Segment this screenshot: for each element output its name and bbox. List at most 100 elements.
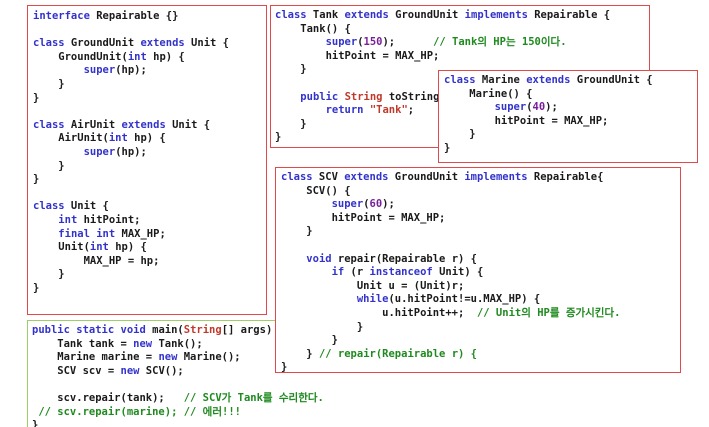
code-text: ); — [382, 198, 395, 211]
code-line: Marine marine = new Marine(); — [32, 351, 240, 364]
code-text: Repairable { — [527, 9, 611, 21]
keyword-token: super — [494, 101, 527, 114]
keyword-token: interface — [33, 10, 90, 22]
tank-class-code: class Tank extends GroundUnit implements… — [275, 9, 649, 145]
code-text: hp) { — [108, 241, 147, 254]
code-text: GroundUnit { — [570, 74, 653, 86]
code-text: } — [281, 334, 338, 347]
base-classes-panel: interface Repairable {} class GroundUnit… — [27, 5, 267, 315]
code-line: u.hitPoint++; // Unit의 HP를 증가시킨다. — [281, 307, 620, 319]
code-text: } — [33, 159, 65, 172]
code-line: class Marine extends GroundUnit { — [444, 74, 653, 86]
code-text: hitPoint = MAX_HP; — [444, 114, 609, 127]
code-text: } — [33, 77, 65, 90]
code-line: } — [444, 128, 475, 140]
code-line: final int MAX_HP; — [33, 227, 166, 240]
code-text: main( — [145, 324, 184, 336]
comment-token: // scv.repair(marine); // 에러!!! — [32, 405, 241, 418]
code-text: hp) { — [146, 50, 185, 63]
code-text — [281, 293, 357, 305]
keyword-token: public — [300, 90, 339, 103]
code-text: } — [275, 63, 307, 76]
code-text — [281, 198, 332, 210]
keyword-token: class — [33, 200, 65, 213]
keyword-token: int — [96, 227, 116, 240]
code-line: } — [33, 173, 39, 185]
code-text: AirUnit( — [33, 132, 109, 145]
keyword-token: static — [76, 324, 115, 336]
code-text: } — [33, 173, 40, 186]
code-text: (r — [344, 266, 370, 279]
base-classes-code: interface Repairable {} class GroundUnit… — [33, 10, 266, 295]
code-line: MAX_HP = hp; — [33, 255, 160, 267]
keyword-token: int — [89, 241, 109, 254]
code-line: class Unit { — [33, 200, 109, 212]
keyword-token: extends — [121, 118, 166, 131]
code-line: public String toString() { — [275, 90, 464, 103]
code-text: (hp); — [115, 145, 147, 158]
code-text: u.hitPoint++; — [281, 306, 477, 319]
code-line: Unit(int hp) { — [33, 241, 147, 253]
keyword-token: super — [83, 145, 116, 158]
keyword-token: extends — [344, 171, 389, 183]
code-line: Unit u = (Unit)r; — [281, 280, 464, 292]
code-line: SCV scv = new SCV(); — [32, 364, 184, 377]
code-text: } — [33, 91, 40, 104]
keyword-token: class — [33, 37, 65, 50]
code-text: repair(Repairable r) { — [331, 252, 477, 265]
code-text: Marine — [475, 74, 527, 86]
code-line: super(hp); — [33, 64, 147, 76]
code-text: } — [33, 281, 40, 294]
code-line: } — [281, 321, 363, 333]
marine-class-code: class Marine extends GroundUnit { Marine… — [444, 74, 697, 156]
code-text: Unit { — [64, 200, 109, 213]
code-text: MAX_HP; — [115, 227, 166, 240]
string-token: "Tank" — [369, 104, 408, 117]
code-text: ); — [382, 36, 434, 49]
code-text: Marine marine = — [32, 351, 159, 364]
code-text: Tank(); — [152, 337, 203, 350]
type-token: String — [183, 324, 222, 336]
keyword-token: class — [275, 9, 307, 21]
keyword-token: implements — [464, 171, 528, 183]
code-text — [33, 214, 58, 226]
keyword-token: class — [33, 118, 65, 131]
code-text: GroundUnit( — [33, 50, 128, 63]
code-text: SCV() { — [281, 184, 351, 197]
code-text: Unit { — [184, 37, 229, 50]
code-line: super(hp); — [33, 146, 147, 158]
code-text: SCV(); — [139, 364, 184, 377]
keyword-token: public — [32, 324, 70, 336]
code-line: void repair(Repairable r) { — [281, 253, 477, 265]
code-line: } — [281, 334, 338, 346]
code-line: } — [33, 92, 39, 104]
keyword-token: class — [444, 74, 476, 86]
code-text — [281, 266, 332, 278]
keyword-token: int — [127, 50, 147, 63]
code-text: (hp); — [115, 64, 147, 77]
keyword-token: new — [120, 364, 140, 377]
marine-class-panel: class Marine extends GroundUnit { Marine… — [438, 70, 698, 163]
keyword-token: void — [306, 252, 332, 265]
code-line: hitPoint = MAX_HP; — [281, 212, 446, 224]
keyword-token: new — [133, 337, 153, 350]
code-line: public static void main(String[] args) { — [32, 324, 285, 336]
code-text — [275, 36, 326, 48]
code-text — [275, 91, 300, 103]
code-line: AirUnit(int hp) { — [33, 132, 165, 145]
code-text: scv.repair(tank); — [32, 391, 184, 404]
code-line: hitPoint = MAX_HP; — [275, 50, 440, 62]
keyword-token: void — [120, 324, 146, 336]
code-text: ; — [407, 104, 415, 117]
code-line: super(150); // Tank의 HP는 150이다. — [275, 36, 567, 48]
code-text: ); — [545, 101, 558, 114]
code-text: hitPoint; — [77, 213, 141, 226]
code-text: (u.hitPoint!=u.MAX_HP) { — [388, 293, 541, 306]
code-text: } — [32, 419, 39, 427]
keyword-token: new — [158, 351, 178, 364]
code-line: int hitPoint; — [33, 214, 140, 226]
keyword-token: return — [325, 104, 364, 117]
code-text — [281, 253, 306, 265]
code-text: Unit( — [33, 241, 90, 254]
code-text: } — [281, 320, 364, 333]
